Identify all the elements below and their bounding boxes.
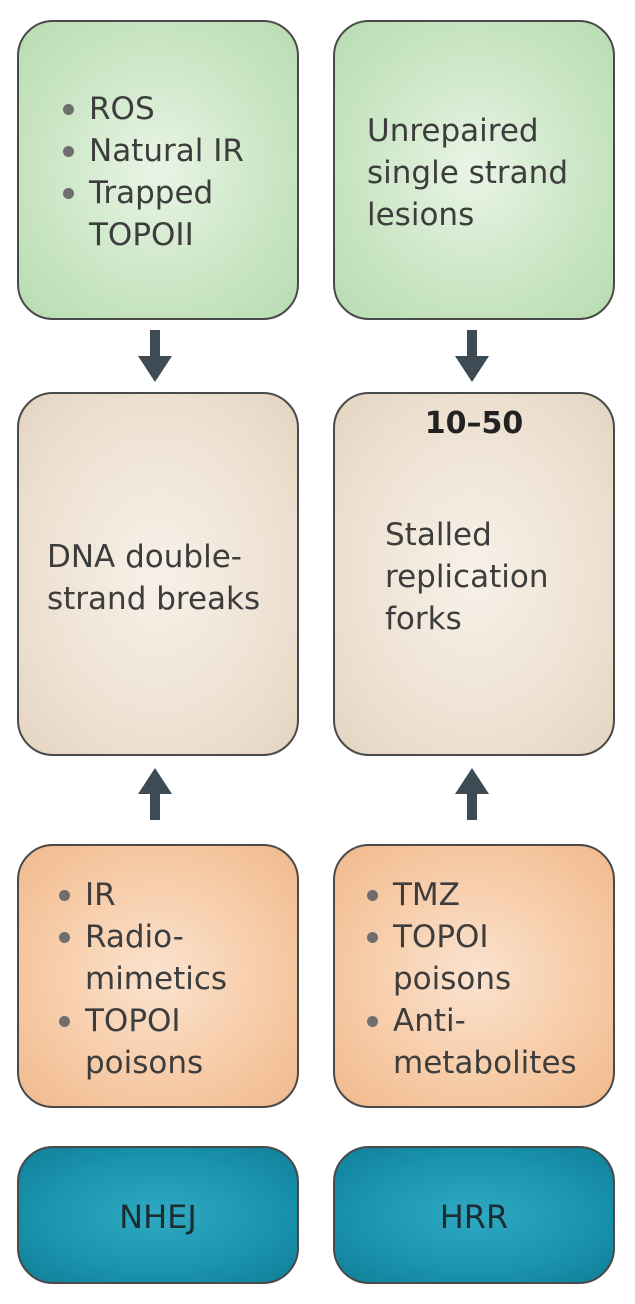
agent-ir: IR — [57, 874, 237, 916]
arrow-down-right-icon — [455, 330, 489, 382]
left-agents-list: IR Radio-mimetics TOPOI poisons — [57, 874, 237, 1084]
left-sources-box: ROS Natural IR Trapped TOPOII — [17, 20, 299, 320]
right-source-box: Unrepaired single strand lesions — [333, 20, 615, 320]
right-lesion-box: 10–50 Stalled replication forks — [333, 392, 615, 756]
left-agents-box: IR Radio-mimetics TOPOI poisons — [17, 844, 299, 1108]
source-ros: ROS — [61, 88, 291, 130]
arrow-up-left-icon — [138, 768, 172, 820]
agent-radiomimetics: Radio-mimetics — [57, 916, 227, 1000]
left-lesion-box: DNA double-strand breaks — [17, 392, 299, 756]
hrr-label: HRR — [439, 1198, 509, 1236]
agent-antimetabolites: Anti-metabolites — [365, 1000, 593, 1084]
agent-tmz: TMZ — [365, 874, 595, 916]
hrr-box: HRR — [333, 1146, 615, 1284]
lesion-count-label: 10–50 — [424, 406, 524, 441]
arrow-up-right-icon — [455, 768, 489, 820]
left-sources-list: ROS Natural IR Trapped TOPOII — [61, 88, 291, 256]
dna-double-strand-breaks-label: DNA double-strand breaks — [47, 539, 261, 617]
source-natural-ir: Natural IR — [61, 130, 291, 172]
nhej-label: NHEJ — [119, 1198, 197, 1236]
source-trapped-topoii: Trapped TOPOII — [61, 172, 259, 256]
unrepaired-lesions-label: Unrepaired single strand lesions — [367, 113, 569, 233]
arrow-down-left-icon — [138, 330, 172, 382]
right-agents-list: TMZ TOPOI poisons Anti-metabolites — [365, 874, 595, 1084]
nhej-box: NHEJ — [17, 1146, 299, 1284]
stalled-replication-forks-label: Stalled replication forks — [385, 517, 549, 637]
agent-topoi-poisons-right: TOPOI poisons — [365, 916, 533, 1000]
right-agents-box: TMZ TOPOI poisons Anti-metabolites — [333, 844, 615, 1108]
agent-topoi-poisons: TOPOI poisons — [57, 1000, 225, 1084]
